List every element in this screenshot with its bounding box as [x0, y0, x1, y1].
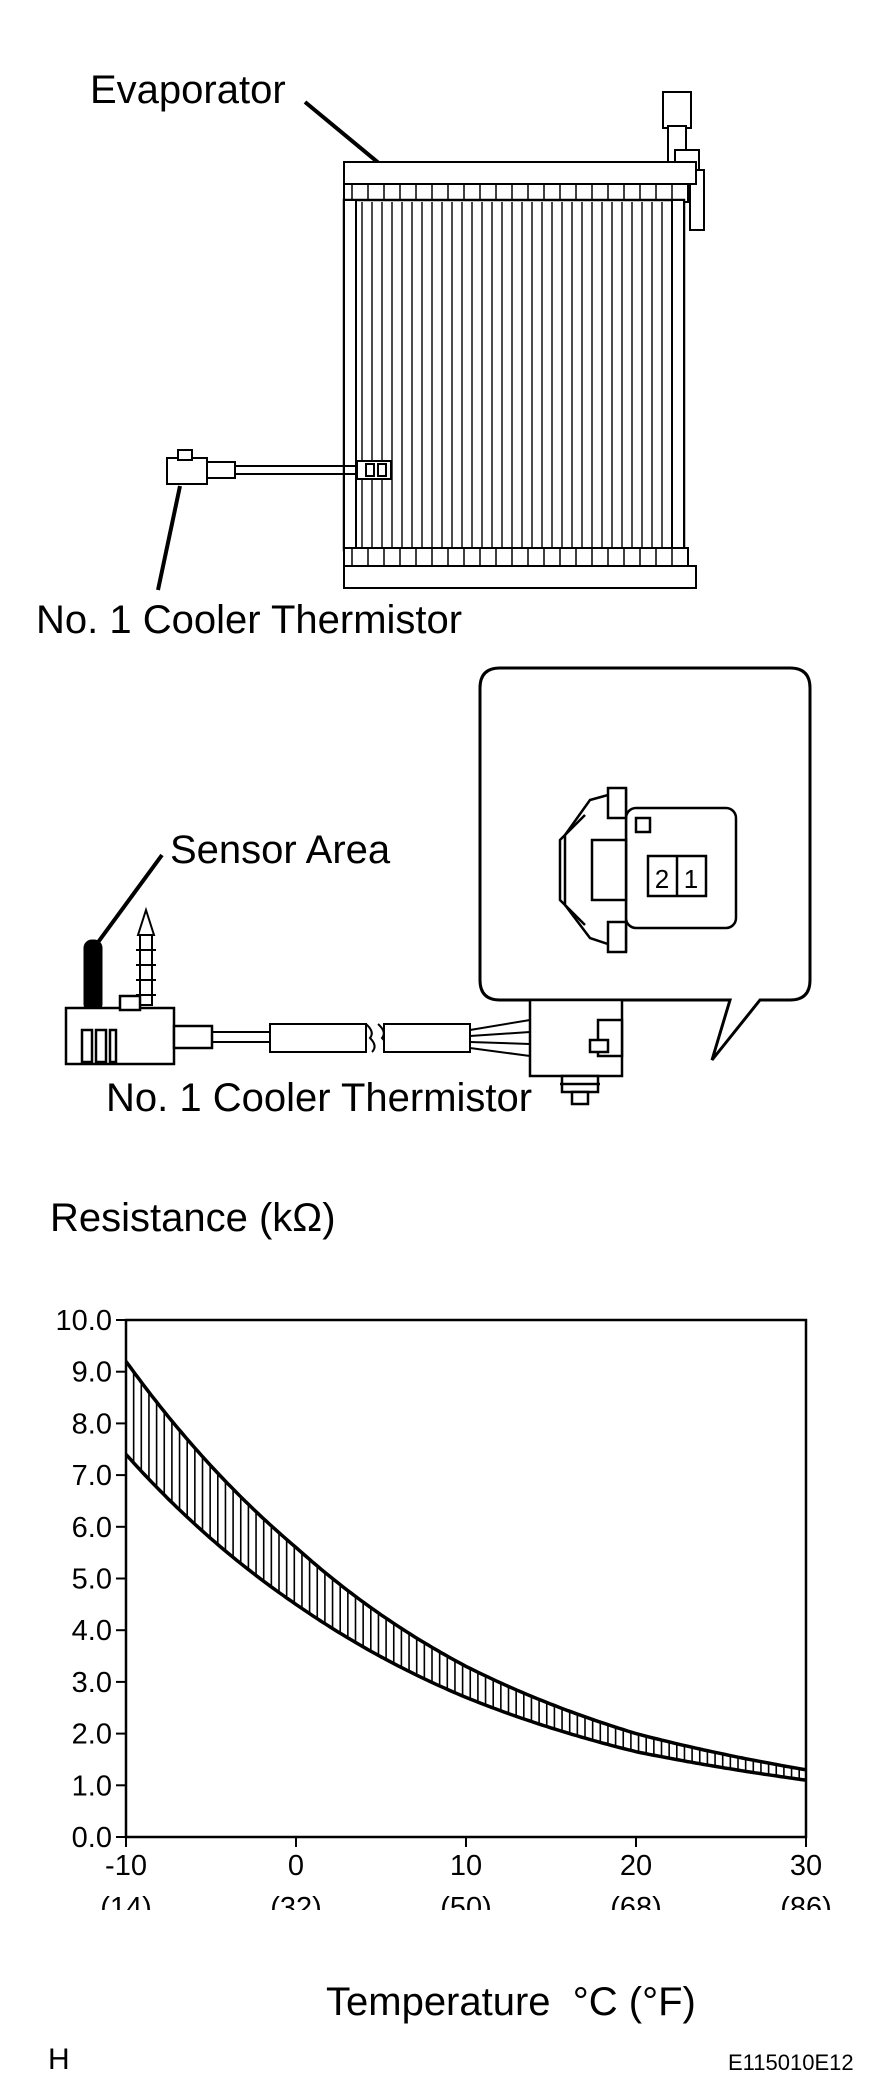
y-tick-label: 2.0 [72, 1719, 112, 1751]
pin-2-label: 2 [655, 864, 669, 894]
y-tick-label: 1.0 [72, 1770, 112, 1802]
y-tick-label: 0.0 [72, 1822, 112, 1854]
chart-x-axis-label: Temperature °C (°F) [326, 1980, 696, 2024]
x-tick-sublabel: (50) [440, 1892, 492, 1910]
x-tick-label: 20 [620, 1850, 652, 1882]
pin-1-label: 1 [684, 864, 698, 894]
x-tick-sublabel: (68) [610, 1892, 662, 1910]
x-tick-label: 0 [288, 1850, 304, 1882]
series-upper-curve [126, 1360, 806, 1772]
x-tick-sublabel: (86) [780, 1892, 832, 1910]
y-tick-label: 10.0 [56, 1305, 112, 1337]
x-tick-sublabel: (32) [270, 1892, 322, 1910]
x-tick-label: 30 [790, 1850, 822, 1882]
y-tick-label: 4.0 [72, 1615, 112, 1647]
x-tick-sublabel: (14) [100, 1892, 152, 1910]
evaporator-drawing [156, 91, 705, 591]
y-tick-label: 9.0 [72, 1357, 112, 1389]
thermistor-top-label: No. 1 Cooler Thermistor [36, 598, 463, 642]
y-tick-label: 6.0 [72, 1512, 112, 1544]
chart-y-axis-label: Resistance (kΩ) [50, 1196, 336, 1240]
thermistor-mid-label: No. 1 Cooler Thermistor [106, 1076, 533, 1120]
y-tick-label: 7.0 [72, 1460, 112, 1492]
thermistor-detail-drawing: 2 1 [64, 666, 812, 1106]
resistance-chart: 0.0 1.0 2.0 3.0 4.0 5.0 6.0 7.0 8.0 9.0 10.0 -10 (1… [56, 1305, 832, 1910]
y-tick-label: 8.0 [72, 1408, 112, 1440]
x-tick-label: -10 [105, 1850, 147, 1882]
evaporator-label: Evaporator [90, 68, 286, 112]
y-tick-label: 5.0 [72, 1564, 112, 1596]
chart-plot-frame [124, 1318, 808, 1839]
footer-code-left: H [48, 2043, 70, 2076]
y-tick-label: 3.0 [72, 1667, 112, 1699]
sensor-area-label: Sensor Area [170, 828, 391, 872]
footer-code-right: E115010E12 [728, 2050, 854, 2075]
x-tick-label: 10 [450, 1850, 482, 1882]
series-lower-curve [126, 1453, 806, 1782]
